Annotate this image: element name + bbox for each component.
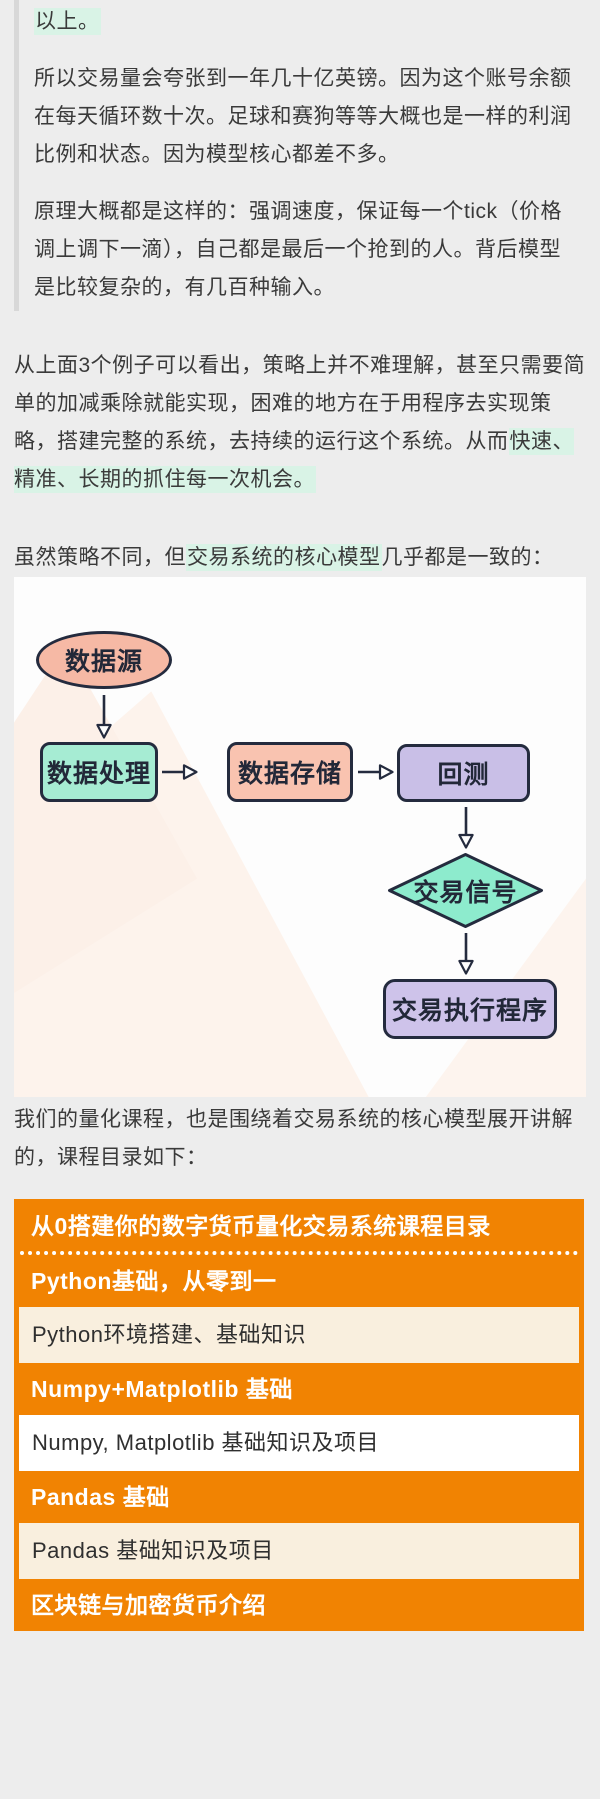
flowchart-image: 数据源 数据处理 数据存储 回测	[14, 577, 586, 1097]
paragraph-text: 从上面3个例子可以看出，策略上并不难理解，甚至只需要简单的加减乘除就能实现，困难…	[14, 354, 586, 453]
flow-node-data-storage: 数据存储	[227, 742, 353, 802]
flow-node-label: 数据存储	[237, 760, 342, 788]
quote-block: 以上。 所以交易量会夸张到一年几十亿英镑。因为这个账号余额在每天循环数十次。足球…	[14, 0, 586, 311]
quote-paragraph: 所以交易量会夸张到一年几十亿英镑。因为这个账号余额在每天循环数十次。足球和赛狗等…	[34, 67, 572, 166]
diamond-shape	[388, 853, 543, 928]
body-paragraph: 虽然策略不同，但交易系统的核心模型几乎都是一致的：	[14, 539, 586, 577]
flow-node-data-process: 数据处理	[40, 742, 158, 802]
body-paragraph: 从上面3个例子可以看出，策略上并不难理解，甚至只需要简单的加减乘除就能实现，困难…	[14, 347, 586, 499]
quote-paragraph: 原理大概都是这样的：强调速度，保证每一个tick（价格调上调下一滴），自己都是最…	[34, 200, 562, 299]
course-item-row: Numpy, Matplotlib 基础知识及项目	[19, 1415, 579, 1471]
flow-node-backtest: 回测	[397, 744, 530, 802]
course-table-header: 从0搭建你的数字货币量化交易系统课程目录	[31, 1213, 491, 1239]
highlight-text: 以上。	[34, 8, 101, 35]
flow-node-trade-signal: 交易信号	[386, 852, 545, 929]
quote-paragraph: 以上。	[34, 3, 574, 41]
flow-node-label: 数据处理	[46, 760, 151, 788]
paragraph-text: 虽然策略不同，但	[14, 546, 186, 569]
body-paragraph: 我们的量化课程，也是围绕着交易系统的核心模型展开讲解的，课程目录如下：	[14, 1108, 573, 1169]
course-table: 从0搭建你的数字货币量化交易系统课程目录 Python基础，从零到一 Pytho…	[14, 1199, 584, 1631]
course-section-row: Pandas 基础	[31, 1484, 170, 1510]
course-item-row: Python环境搭建、基础知识	[19, 1307, 579, 1363]
course-section-row: 区块链与加密货币介绍	[31, 1592, 266, 1618]
arrow-down-icon	[458, 807, 474, 849]
course-section-row: Python基础，从零到一	[31, 1268, 277, 1294]
flow-node-label: 交易信号	[413, 878, 518, 907]
course-item-row: Pandas 基础知识及项目	[19, 1523, 579, 1579]
arrow-down-icon	[458, 933, 474, 975]
paragraph-text: 几乎都是一致的：	[381, 546, 554, 569]
arrow-right-icon	[162, 764, 198, 780]
flow-node-data-source: 数据源	[36, 631, 172, 689]
dotted-divider	[20, 1251, 578, 1255]
arrow-right-icon	[358, 764, 394, 780]
course-section-row: Numpy+Matplotlib 基础	[31, 1376, 293, 1402]
flow-node-trade-executor: 交易执行程序	[383, 979, 557, 1039]
flow-node-label: 数据源	[64, 648, 143, 676]
flow-node-label: 交易执行程序	[391, 997, 548, 1025]
highlight-text: 交易系统的核心模型	[186, 544, 382, 571]
arrow-down-icon	[96, 695, 112, 739]
flow-node-label: 回测	[437, 761, 490, 789]
